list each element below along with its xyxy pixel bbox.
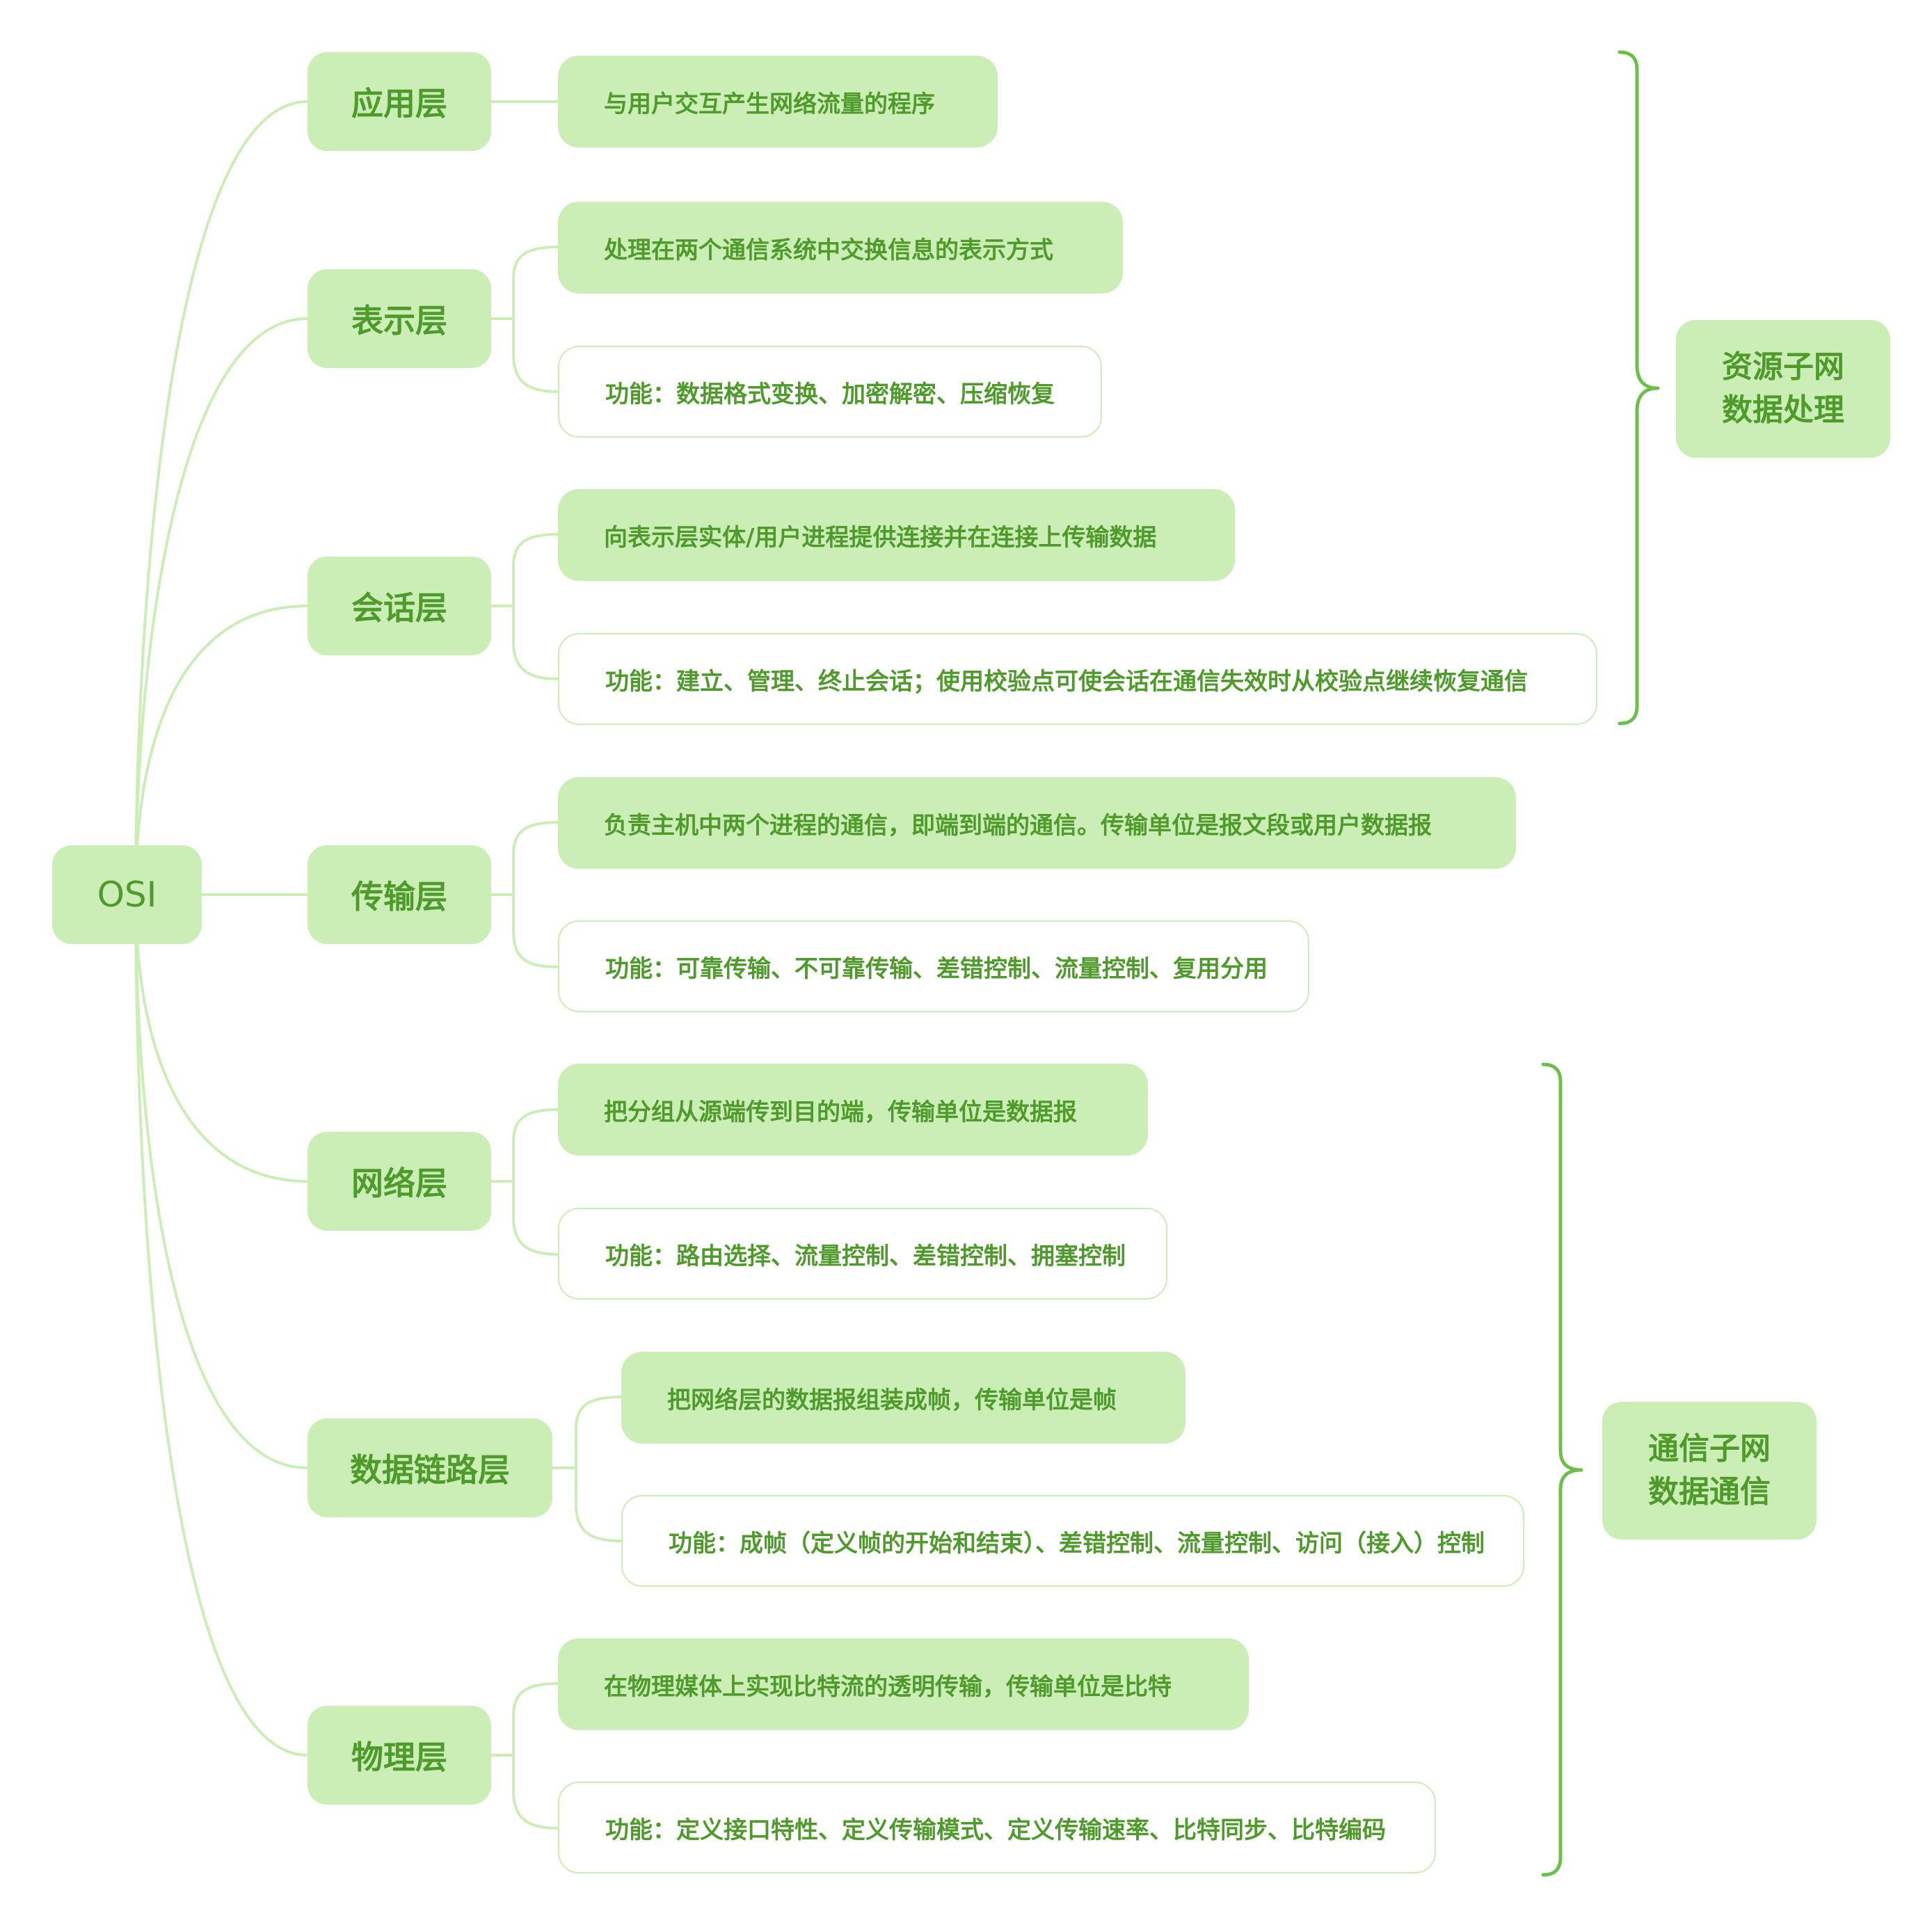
link-session-desc [491,533,559,680]
session-functions[interactable]: 功能：建立、管理、终止会话；使用校验点可使会话在通信失效时从校验点继续恢复通信 [558,633,1597,725]
link-physical-desc [491,1682,559,1830]
link-osi-network [134,894,308,1183]
link-osi-application [134,100,308,895]
brace-communication-subnet [1541,1062,1583,1877]
brace-resource-subnet [1618,50,1660,726]
link-datalink-desc [552,1396,622,1542]
link-osi-session [134,605,308,895]
link-transport-desc [491,821,559,968]
presentation-description[interactable]: 处理在两个通信系统中交换信息的表示方式 [558,202,1123,294]
link-presentation-desc [491,246,559,393]
group-resource-subnet[interactable]: 资源子网 数据处理 [1676,320,1890,458]
layer-network[interactable]: 网络层 [308,1132,491,1231]
transport-description[interactable]: 负责主机中两个进程的通信，即端到端的通信。传输单位是报文段或用户数据报 [558,777,1516,869]
physical-description[interactable]: 在物理媒体上实现比特流的透明传输，传输单位是比特 [558,1638,1249,1730]
link-network-desc [491,1108,559,1256]
group-communication-subnet[interactable]: 通信子网 数据通信 [1602,1402,1817,1540]
layer-presentation[interactable]: 表示层 [308,269,491,368]
transport-functions[interactable]: 功能：可靠传输、不可靠传输、差错控制、流量控制、复用分用 [558,920,1309,1012]
physical-functions[interactable]: 功能：定义接口特性、定义传输模式、定义传输速率、比特同步、比特编码 [558,1782,1436,1873]
group-communication-subnet-line1: 通信子网 [1648,1431,1771,1467]
data-link-description[interactable]: 把网络层的数据报组装成帧，传输单位是帧 [621,1352,1185,1444]
group-resource-subnet-line2: 数据处理 [1722,392,1844,428]
layer-application[interactable]: 应用层 [308,52,491,151]
layer-data-link[interactable]: 数据链路层 [308,1418,552,1517]
network-description[interactable]: 把分组从源端传到目的端，传输单位是数据报 [558,1064,1148,1156]
presentation-functions[interactable]: 功能：数据格式变换、加密解密、压缩恢复 [558,346,1102,438]
link-osi-datalink [134,894,308,1469]
group-communication-subnet-line2: 数据通信 [1648,1474,1771,1510]
session-description[interactable]: 向表示层实体/用户进程提供连接并在连接上传输数据 [558,489,1235,581]
group-resource-subnet-line1: 资源子网 [1722,349,1844,385]
data-link-functions[interactable]: 功能：成帧（定义帧的开始和结束）、差错控制、流量控制、访问（接入）控制 [621,1495,1524,1587]
network-functions[interactable]: 功能：路由选择、流量控制、差错控制、拥塞控制 [558,1208,1167,1300]
osi-root-node[interactable]: OSI [52,845,202,944]
layer-session[interactable]: 会话层 [308,557,491,655]
link-osi-physical [134,894,308,1757]
layer-transport[interactable]: 传输层 [308,845,491,944]
link-osi-presentation [134,317,308,895]
application-description[interactable]: 与用户交互产生网络流量的程序 [558,56,998,147]
layer-physical[interactable]: 物理层 [308,1706,491,1805]
